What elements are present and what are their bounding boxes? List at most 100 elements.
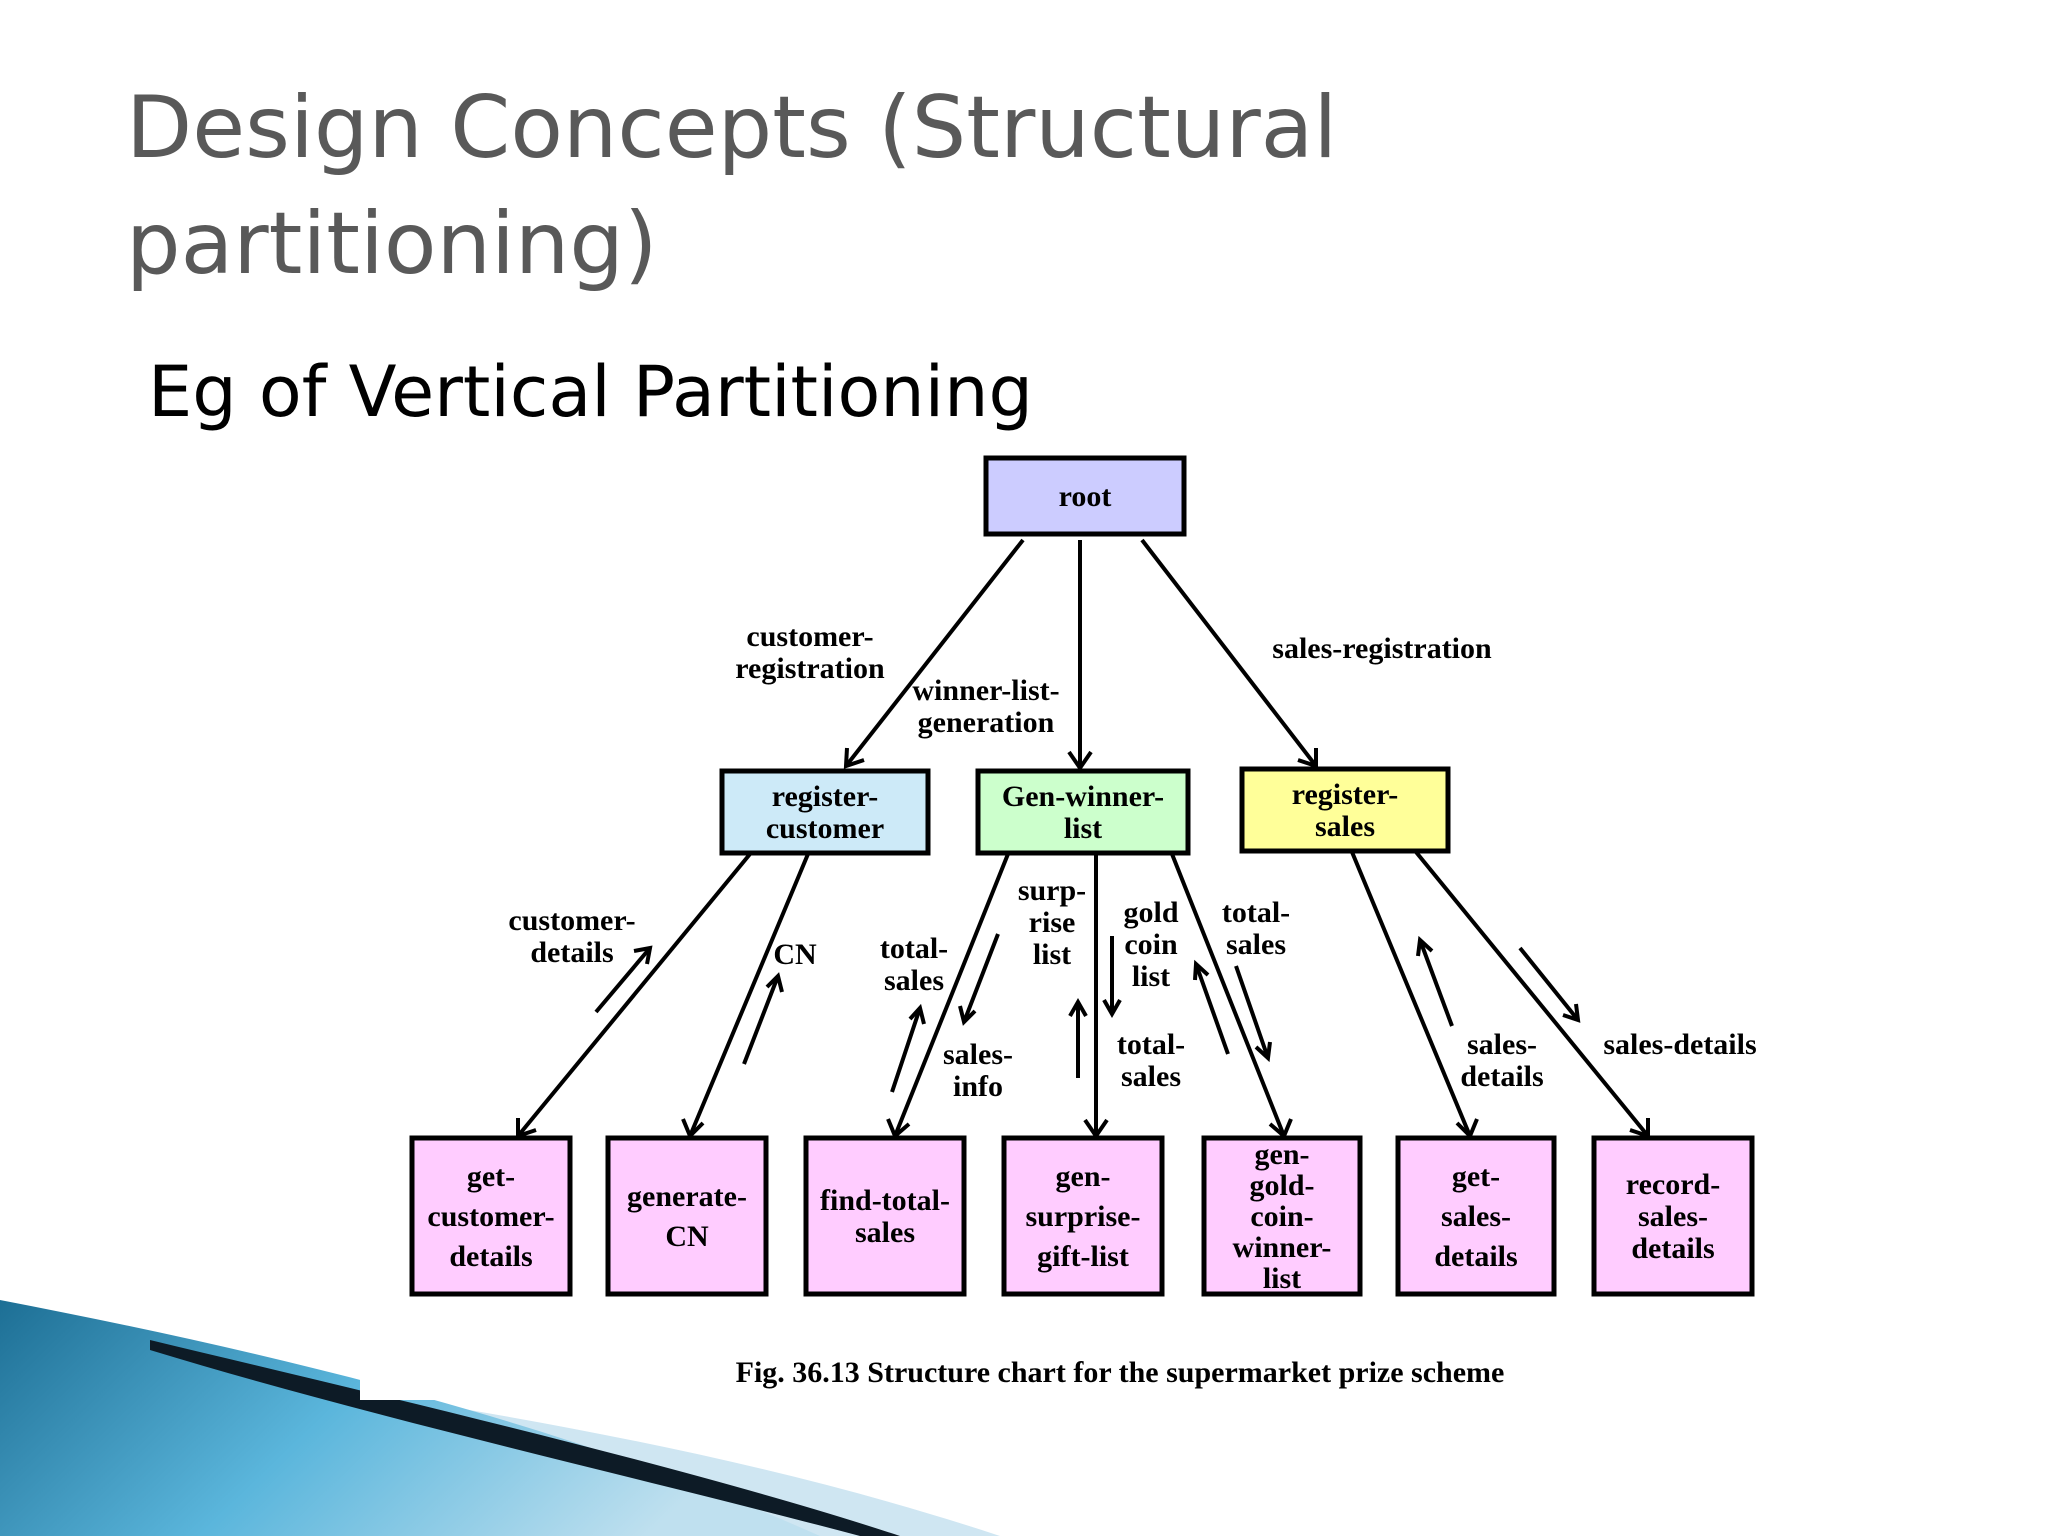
flow-label-sales-info: info (953, 1070, 1003, 1103)
flow-label-total-sales-left: total- (880, 932, 948, 965)
flow-arrowhead-sales-details-left (1416, 935, 1434, 957)
flow-label-sales-info: sales- (943, 1038, 1013, 1071)
diagram-edges (516, 538, 1650, 1140)
edge-register-customer-generate-cn (688, 853, 810, 1137)
flow-label-surprise-list: list (1033, 938, 1071, 971)
node-label-gen-surprise-gift-list: surprise- (1026, 1200, 1141, 1233)
flow-arrow-total-sales-right-down (1234, 965, 1270, 1059)
node-label-generate-cn: CN (665, 1220, 709, 1253)
flow-arrow-total-sales-right-up (1194, 963, 1230, 1055)
arrowhead-gen-winner-list (1067, 750, 1093, 772)
node-label-get-sales-details: details (1434, 1240, 1517, 1273)
edge-gen-winner-find-total-sales (893, 853, 1010, 1137)
flow-arrowhead-gold-coin-list (1102, 999, 1122, 1019)
node-label-record-sales-details: details (1631, 1232, 1714, 1265)
node-find-total-sales: find-total-sales (803, 1135, 967, 1297)
node-box-root (983, 455, 1187, 537)
node-label-gen-gold-coin-winner-list: list (1263, 1262, 1301, 1295)
flow-arrowhead-total-sales-middle (1068, 997, 1088, 1017)
node-generate-cn: generate- CN (605, 1135, 769, 1297)
arrowhead-register-sales (1297, 748, 1318, 769)
diagram-nodes: root register-customer Gen-winner-list regi… (409, 455, 1755, 1297)
node-register-sales: register-sales (1239, 766, 1451, 854)
flow-label-sales-details-left: details (1460, 1060, 1543, 1093)
edge-gen-winner-gen-gold-coin (1170, 853, 1286, 1137)
node-gen-gold-coin-winner-list: gen-gold-coin-winner-list (1201, 1135, 1363, 1297)
node-box-find-total-sales (803, 1135, 967, 1297)
edge-root-register-sales (1140, 538, 1318, 768)
node-box-gen-surprise-gift-list (1001, 1135, 1165, 1297)
flow-arrow-customer-details (594, 946, 652, 1014)
slide-title-line-2: partitioning) (126, 194, 658, 294)
edge-register-customer-get-customer-details (516, 852, 752, 1138)
node-record-sales-details: record-sales-details (1591, 1135, 1755, 1297)
flow-arrow-sales-details-left (1418, 939, 1454, 1027)
node-box-record-sales-details (1591, 1135, 1755, 1297)
diagram-edge-labels: customer-registrationwinner-list-generat… (508, 620, 1756, 1103)
figure-caption: Fig. 36.13 Structure chart for the super… (736, 1356, 1505, 1389)
node-label-gen-surprise-gift-list: gen- (1056, 1160, 1111, 1193)
flow-arrow-sales-details-right (1518, 946, 1580, 1022)
flow-arrowhead-sales-details-right (1562, 1003, 1581, 1023)
flow-label-surprise-list: surp- (1018, 874, 1086, 907)
node-label-generate-cn: generate- (627, 1180, 747, 1213)
arrowhead-register-customer (843, 747, 865, 769)
node-box-register-customer (719, 768, 931, 856)
node-label-register-customer: customer (766, 812, 884, 845)
node-label-find-total-sales: sales (855, 1216, 915, 1249)
flow-label-total-sales-middle: total- (1117, 1028, 1185, 1061)
flow-label-gold-coin-list: list (1132, 960, 1170, 993)
node-label-gen-winner-list: list (1064, 812, 1102, 845)
flow-label-total-sales-right: total- (1222, 896, 1290, 929)
node-box-gen-gold-coin-winner-list (1201, 1135, 1363, 1297)
node-label-gen-gold-coin-winner-list: gen- (1255, 1138, 1310, 1171)
node-root: root (983, 455, 1187, 537)
swoosh-dark (150, 1340, 900, 1536)
flow-label-sales-details-right: sales-details (1603, 1028, 1756, 1061)
flow-arrowhead-customer-details (633, 945, 653, 965)
flow-arrowhead-total-sales-right-down (1254, 1041, 1272, 1063)
node-label-get-sales-details: sales- (1441, 1200, 1511, 1233)
edge-label-winner-list-generation: winner-list- (912, 674, 1059, 707)
flow-arrowhead-sales-info (958, 1005, 977, 1026)
swoosh-mask (360, 1300, 2048, 1400)
node-label-record-sales-details: record- (1626, 1168, 1720, 1201)
flow-label-total-sales-left: sales (884, 964, 944, 997)
node-box-gen-winner-list (975, 768, 1191, 856)
node-label-register-sales: register- (1292, 778, 1399, 811)
node-gen-winner-list: Gen-winner-list (975, 768, 1191, 856)
slide-title-line-1: Design Concepts (Structural (126, 78, 1338, 178)
flow-label-customer-details: details (530, 936, 613, 969)
flow-arrowhead-total-sales-left (908, 1003, 926, 1025)
flow-label-surprise-list: rise (1029, 906, 1076, 939)
slide-subtitle: Eg of Vertical Partitioning (148, 351, 1033, 433)
edge-label-winner-list-generation: generation (918, 706, 1055, 739)
node-box-get-customer-details (409, 1135, 573, 1297)
flow-arrow-total-sales-left (890, 1007, 922, 1093)
node-label-find-total-sales: find-total- (820, 1184, 950, 1217)
node-box-register-sales (1239, 766, 1451, 854)
node-label-gen-gold-coin-winner-list: winner- (1233, 1231, 1332, 1264)
flow-label-total-sales-middle: sales (1121, 1060, 1181, 1093)
node-label-gen-surprise-gift-list: gift-list (1037, 1240, 1129, 1273)
node-label-root: root (1059, 480, 1112, 513)
slide-title: Design Concepts (Structural partitioning… (126, 70, 1337, 302)
node-label-gen-gold-coin-winner-list: coin- (1250, 1200, 1313, 1233)
node-box-generate-cn (605, 1135, 769, 1297)
edge-register-sales-record-sales-details (1414, 850, 1650, 1138)
node-label-get-customer-details: customer- (427, 1200, 554, 1233)
node-label-register-sales: sales (1315, 810, 1375, 843)
node-label-record-sales-details: sales- (1638, 1200, 1708, 1233)
flow-label-sales-details-left: sales- (1467, 1028, 1537, 1061)
flow-label-gold-coin-list: coin (1124, 928, 1178, 961)
edge-label-customer-registration: registration (735, 652, 885, 685)
flow-arrow-sales-info (962, 933, 1000, 1023)
node-get-customer-details: get-customer-details (409, 1135, 573, 1297)
node-register-customer: register-customer (719, 768, 931, 856)
node-label-get-sales-details: get- (1452, 1160, 1500, 1193)
flow-arrowhead-cn (765, 972, 784, 993)
node-label-register-customer: register- (772, 780, 879, 813)
node-gen-surprise-gift-list: gen-surprise-gift-list (1001, 1135, 1165, 1297)
decorative-swoosh (0, 1300, 2048, 1536)
